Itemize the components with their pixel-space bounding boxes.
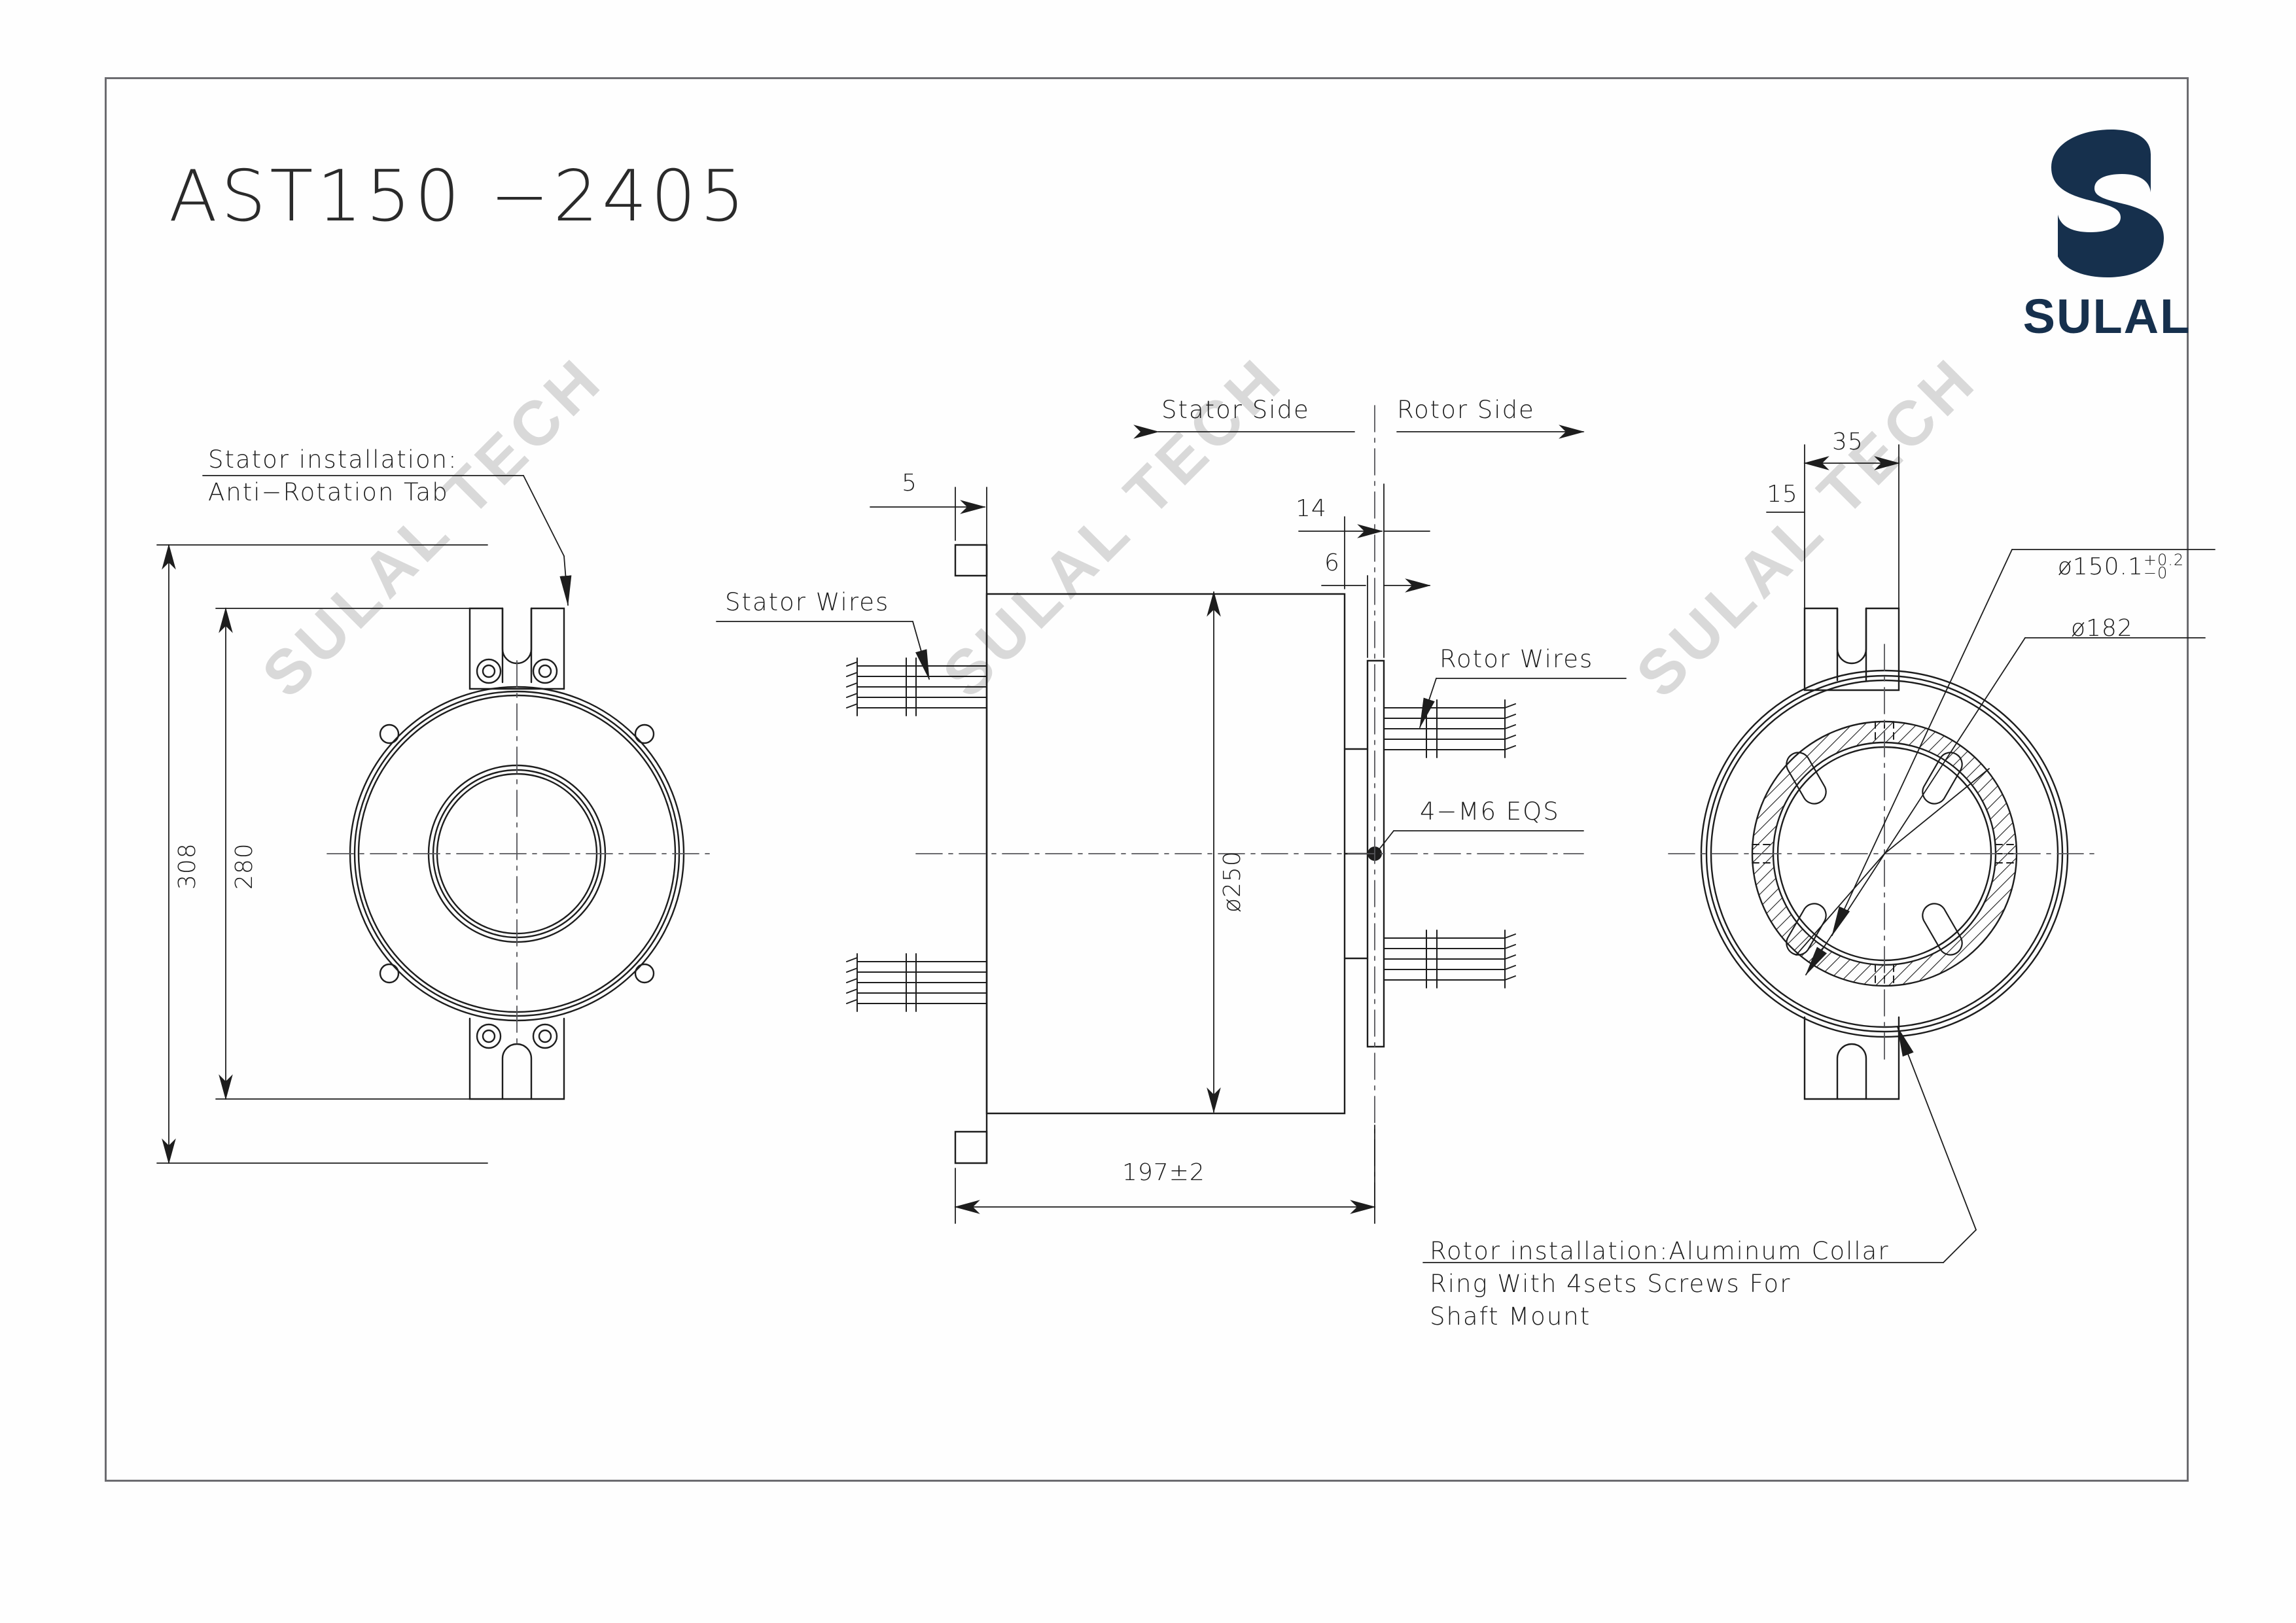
dim-bore-dia-value: ø150.1 [2057, 553, 2144, 580]
dim-collar-dia: ø182 [2071, 615, 2133, 642]
page-title: AST150 −2405 [169, 156, 749, 237]
dim-6: 6 [1324, 550, 1340, 576]
dim-dia250: ø250 [1219, 850, 1246, 913]
note-rotor-wires: Rotor Wires [1439, 645, 1594, 673]
note-4-m6-eqs: 4−M6 EQS [1420, 797, 1560, 826]
note-rotor-installation-line1: Rotor installation:Aluminum Collar [1430, 1237, 1890, 1265]
dim-14: 14 [1296, 495, 1327, 522]
tol-plus: +0.2 [2143, 551, 2185, 569]
brand-name: SULAL [2022, 289, 2191, 343]
label-rotor-side: Rotor Side [1397, 396, 1535, 424]
note-stator-installation-line1: Stator installation: [208, 445, 458, 474]
dim-197pm2: 197±2 [1122, 1159, 1205, 1186]
label-stator-side: Stator Side [1161, 396, 1310, 424]
dim-bore-dia: ø150.1+0.2−0 [2025, 527, 2184, 608]
dim-bore-dia-tolerance: +0.2−0 [2143, 551, 2185, 582]
dim-15: 15 [1767, 481, 1798, 508]
tol-minus: −0 [2143, 564, 2168, 582]
dim-308: 308 [174, 843, 201, 890]
dim-5: 5 [902, 470, 917, 497]
dim-35: 35 [1832, 428, 1863, 455]
sheet-border [105, 77, 2189, 1482]
note-rotor-installation-line3: Shaft Mount [1430, 1302, 1591, 1331]
note-stator-installation-line2: Anti−Rotation Tab [208, 478, 449, 506]
note-rotor-installation-line2: Ring With 4sets Screws For [1430, 1270, 1792, 1298]
note-stator-wires: Stator Wires [725, 588, 890, 616]
sulal-s-logo-icon [2051, 130, 2164, 277]
brand-logo: SULAL [2002, 128, 2212, 341]
dim-280: 280 [231, 843, 258, 890]
